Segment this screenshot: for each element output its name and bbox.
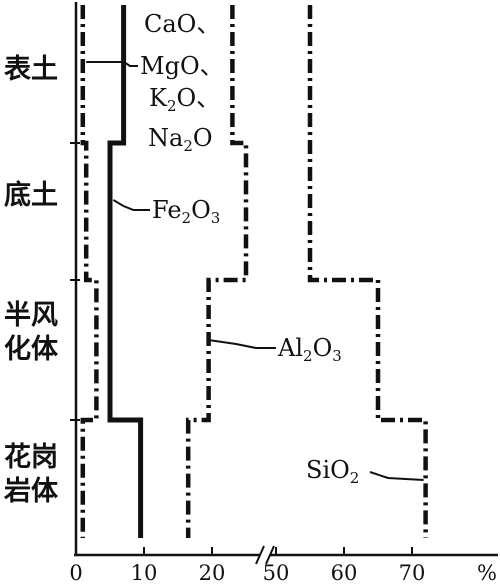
zone-label-subsoil: 底土 [4, 179, 58, 211]
series-labels: CaO、 MgO、 K2O、 Na2O Fe2O3 Al2O3 SiO2 [140, 10, 359, 487]
series-0 [80, 5, 99, 538]
series-line [107, 5, 144, 538]
leader-line [112, 199, 150, 211]
label-na2o: Na2O [148, 124, 213, 155]
axis-break-mark [265, 545, 275, 565]
x-tick-label: 0 [69, 561, 82, 585]
series-1 [107, 5, 144, 538]
label-fe2o3: Fe2O3 [152, 196, 220, 227]
leader-line [208, 339, 276, 349]
axes: 0 10 20 50 60 70% [69, 2, 498, 585]
series-line [307, 5, 428, 538]
leader-line [86, 61, 138, 67]
series-2 [185, 5, 249, 538]
zone-labels: 表土 底土 半风 化体 花岗 岩体 [3, 54, 59, 507]
zone-label-granite-line2: 岩体 [3, 476, 59, 507]
x-unit-label: % [477, 561, 497, 585]
zone-label-granite-line1: 花岗 [4, 442, 58, 473]
x-tick-label: 50 [263, 561, 290, 585]
zone-label-weathered-line2: 化体 [4, 334, 59, 365]
label-cao: CaO、 [144, 10, 220, 38]
label-al2o3: Al2O3 [277, 334, 342, 365]
zone-label-weathered-line1: 半风 [4, 300, 58, 331]
label-sio2: SiO2 [306, 456, 359, 487]
x-tick-label: 10 [131, 561, 158, 585]
leader-lines [86, 61, 424, 481]
series-3 [307, 5, 428, 538]
axis-break-mark [255, 545, 265, 565]
leader-line [369, 471, 424, 481]
series-layer [80, 5, 428, 538]
series-line [185, 5, 249, 538]
x-tick-label: 70 [399, 561, 426, 585]
label-k2o: K2O、 [149, 84, 220, 115]
series-line [80, 5, 99, 538]
label-mgo: MgO、 [140, 52, 224, 80]
x-tick-label: 20 [199, 561, 226, 585]
zone-label-topsoil: 表土 [4, 54, 58, 85]
x-tick-label: 60 [331, 561, 358, 585]
